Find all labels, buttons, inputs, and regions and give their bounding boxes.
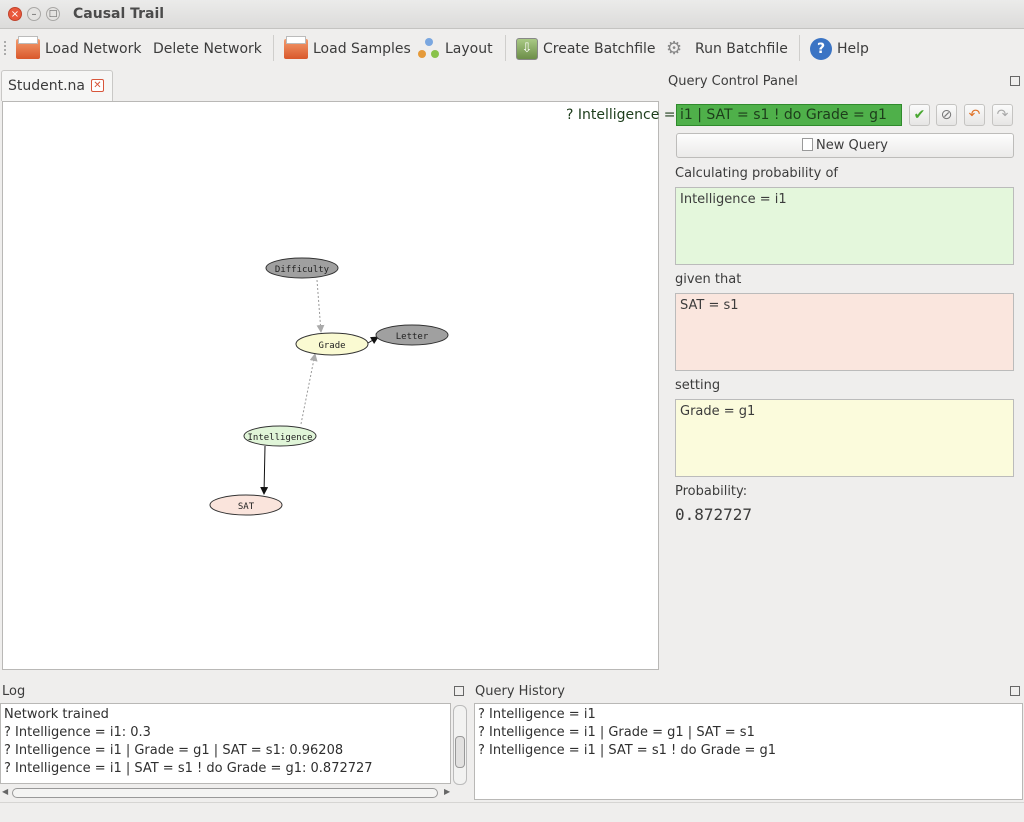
node-difficulty-shape xyxy=(265,257,339,279)
log-horizontal-scroll-thumb[interactable] xyxy=(12,788,438,798)
delete-network-label: Delete Network xyxy=(153,41,262,57)
log-line: ? Intelligence = i1: 0.3 xyxy=(4,725,151,740)
run-batchfile-label: Run Batchfile xyxy=(695,41,788,57)
node-sat-shape xyxy=(209,494,283,516)
detach-panel-icon[interactable] xyxy=(1010,76,1020,86)
node-letter-label: Letter xyxy=(396,332,429,342)
node-difficulty-label: Difficulty xyxy=(275,265,330,275)
layout-icon xyxy=(418,38,440,60)
network-canvas[interactable]: Difficulty Grade Letter Intelligence SAT xyxy=(2,101,659,670)
probability-value: 0.872727 xyxy=(675,505,753,524)
log-line: ? Intelligence = i1 | Grade = g1 | SAT =… xyxy=(4,743,344,758)
query-panel-title: Query Control Panel xyxy=(668,74,798,89)
tab-label: Student.na xyxy=(8,78,86,94)
network-graph: Difficulty Grade Letter Intelligence SAT xyxy=(209,257,449,516)
undo-icon: ↶ xyxy=(968,107,981,123)
query-history-title: Query History xyxy=(475,684,565,699)
layout-label: Layout xyxy=(445,41,493,57)
given-box[interactable]: SAT = s1 xyxy=(675,293,1014,371)
node-letter[interactable]: Letter xyxy=(375,324,449,346)
log-title: Log xyxy=(2,684,26,699)
toolbar-separator xyxy=(799,35,800,61)
folder-icon xyxy=(16,36,40,59)
scroll-right-icon[interactable]: ▶ xyxy=(444,787,451,796)
history-item[interactable]: ? Intelligence = i1 | SAT = s1 ! do Grad… xyxy=(478,743,777,758)
load-network-button[interactable]: Load Network xyxy=(16,36,142,62)
redo-button[interactable]: ↷ xyxy=(992,104,1013,126)
window-minimize-button[interactable]: – xyxy=(27,7,41,21)
edge-difficulty-grade xyxy=(316,279,325,333)
delete-network-button[interactable]: Delete Network xyxy=(153,36,262,62)
clear-query-button[interactable]: ⊘ xyxy=(936,104,957,126)
node-sat[interactable]: SAT xyxy=(209,494,283,516)
node-intelligence-shape xyxy=(243,425,317,447)
setting-label: setting xyxy=(675,378,721,393)
scroll-left-icon[interactable]: ◀ xyxy=(2,787,9,796)
query-input[interactable]: ? Intelligence = i1 | SAT = s1 ! do Grad… xyxy=(566,104,902,126)
new-query-button[interactable]: New Query xyxy=(676,133,1014,158)
toolbar-separator xyxy=(273,35,274,61)
execute-query-button[interactable]: ✔ xyxy=(909,104,930,126)
setting-box[interactable]: Grade = g1 xyxy=(675,399,1014,477)
load-network-label: Load Network xyxy=(45,41,142,57)
query-history-panel[interactable]: ? Intelligence = i1 ? Intelligence = i1 … xyxy=(474,703,1023,800)
node-letter-shape xyxy=(375,324,449,346)
node-grade-shape xyxy=(295,332,369,356)
history-item[interactable]: ? Intelligence = i1 | Grade = g1 | SAT =… xyxy=(478,725,755,740)
calculating-label: Calculating probability of xyxy=(675,166,838,181)
toolbar: Load Network Delete Network Load Samples… xyxy=(0,29,1024,67)
create-batchfile-label: Create Batchfile xyxy=(543,41,656,57)
folder-icon xyxy=(284,36,308,59)
probability-label: Probability: xyxy=(675,484,748,499)
node-grade[interactable]: Grade xyxy=(295,332,369,356)
download-icon: ⇩ xyxy=(516,38,538,60)
load-samples-label: Load Samples xyxy=(313,41,411,57)
edge-intelligence-grade xyxy=(300,353,318,425)
help-icon: ? xyxy=(810,38,832,60)
tab-student-na[interactable]: Student.na ✕ xyxy=(1,70,113,101)
checkmark-icon: ✔ xyxy=(913,107,926,123)
toolbar-separator xyxy=(505,35,506,61)
edge-intelligence-sat xyxy=(260,445,269,495)
window-title: Causal Trail xyxy=(73,6,165,22)
window-maximize-button[interactable]: □ xyxy=(46,7,60,21)
node-intelligence[interactable]: Intelligence xyxy=(243,425,317,447)
query-input-text: ? Intelligence = i1 | SAT = s1 ! do Grad… xyxy=(566,107,887,123)
target-box[interactable]: Intelligence = i1 xyxy=(675,187,1014,265)
gear-icon: ⚙ xyxy=(666,38,683,59)
layout-button[interactable]: Layout xyxy=(418,36,493,62)
node-grade-label: Grade xyxy=(318,341,345,351)
detach-history-icon[interactable] xyxy=(1010,686,1020,696)
create-batchfile-button[interactable]: ⇩ Create Batchfile xyxy=(516,36,656,62)
node-difficulty[interactable]: Difficulty xyxy=(265,257,339,279)
cancel-icon: ⊘ xyxy=(940,107,953,123)
log-vertical-scrollbar[interactable] xyxy=(453,705,467,785)
node-intelligence-label: Intelligence xyxy=(247,433,312,443)
redo-icon: ↷ xyxy=(996,107,1009,123)
load-samples-button[interactable]: Load Samples xyxy=(284,36,411,62)
log-line: Network trained xyxy=(4,707,109,722)
title-bar: × – □ Causal Trail xyxy=(0,0,1024,29)
status-bar xyxy=(0,802,1024,822)
close-icon[interactable]: ✕ xyxy=(91,79,104,92)
log-panel[interactable]: Network trained ? Intelligence = i1: 0.3… xyxy=(0,703,451,784)
log-horizontal-scrollbar[interactable]: ◀ ▶ xyxy=(2,787,453,799)
node-sat-label: SAT xyxy=(238,502,255,512)
toolbar-grip[interactable] xyxy=(4,41,7,55)
query-control-panel: Query Control Panel ? Intelligence = i1 … xyxy=(566,72,1020,672)
log-line: ? Intelligence = i1 | SAT = s1 ! do Grad… xyxy=(4,761,373,776)
edge-grade-letter xyxy=(367,336,379,345)
log-vertical-scroll-thumb[interactable] xyxy=(455,736,465,768)
help-label: Help xyxy=(837,41,869,57)
new-query-label: New Query xyxy=(816,138,888,153)
run-batchfile-button[interactable]: ⚙ Run Batchfile xyxy=(666,36,788,62)
window-close-button[interactable]: × xyxy=(8,7,22,21)
help-button[interactable]: ? Help xyxy=(810,36,869,62)
detach-log-icon[interactable] xyxy=(454,686,464,696)
given-label: given that xyxy=(675,272,742,287)
undo-button[interactable]: ↶ xyxy=(964,104,985,126)
history-item[interactable]: ? Intelligence = i1 xyxy=(478,707,596,722)
new-document-icon xyxy=(802,138,813,151)
